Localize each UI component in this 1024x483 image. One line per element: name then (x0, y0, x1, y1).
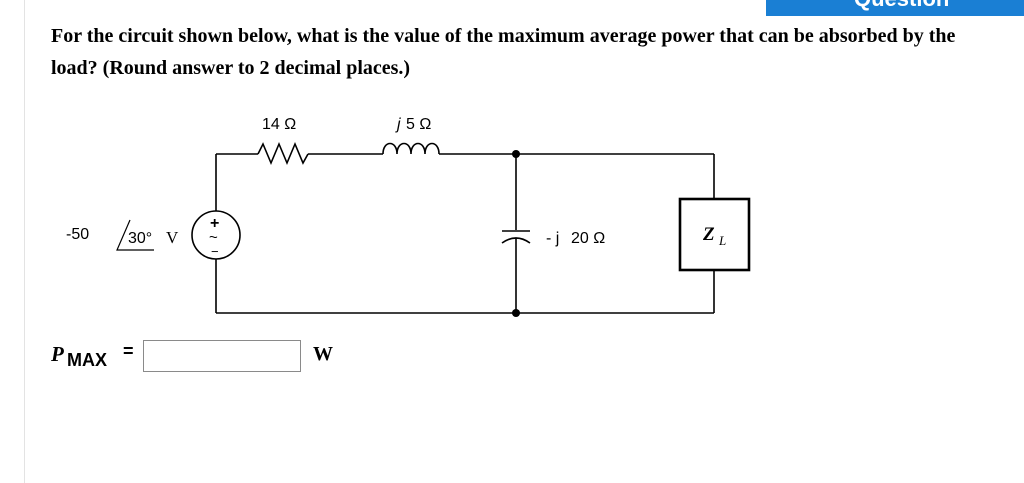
resistor-label: 14 Ω (262, 116, 296, 133)
question-tab-label: Question (854, 0, 949, 12)
unit-label: W (313, 343, 333, 365)
source-magnitude: -50 (66, 226, 89, 243)
capacitor-prefix: - j (546, 230, 559, 247)
angle-symbol (116, 219, 154, 251)
pmax-label-sub: MAX (67, 350, 107, 370)
inductor-j: j (395, 116, 401, 133)
node-top (512, 150, 520, 158)
inductor-label: 5 Ω (406, 116, 431, 133)
question-tab[interactable]: Question (766, 0, 1024, 16)
load-label-z: Z (702, 224, 715, 245)
pmax-label-equals: = (123, 341, 134, 361)
source-unit: V (166, 228, 179, 247)
pmax-label-p: P (51, 342, 64, 366)
panel-border (24, 0, 25, 483)
node-bottom (512, 309, 520, 317)
resistor-14-ohm (257, 141, 309, 166)
question-text: For the circuit shown below, what is the… (51, 25, 956, 79)
source-minus-sign: − (211, 244, 219, 259)
capacitor-label: 20 Ω (571, 230, 605, 247)
source-angle: 30° (128, 230, 152, 247)
pmax-answer-input[interactable] (143, 340, 301, 372)
inductor-j5-ohm (382, 142, 440, 155)
source-sine-symbol: ~ (209, 229, 218, 246)
source-plus-sign: + (210, 215, 219, 232)
load-label-sub: L (718, 233, 726, 248)
